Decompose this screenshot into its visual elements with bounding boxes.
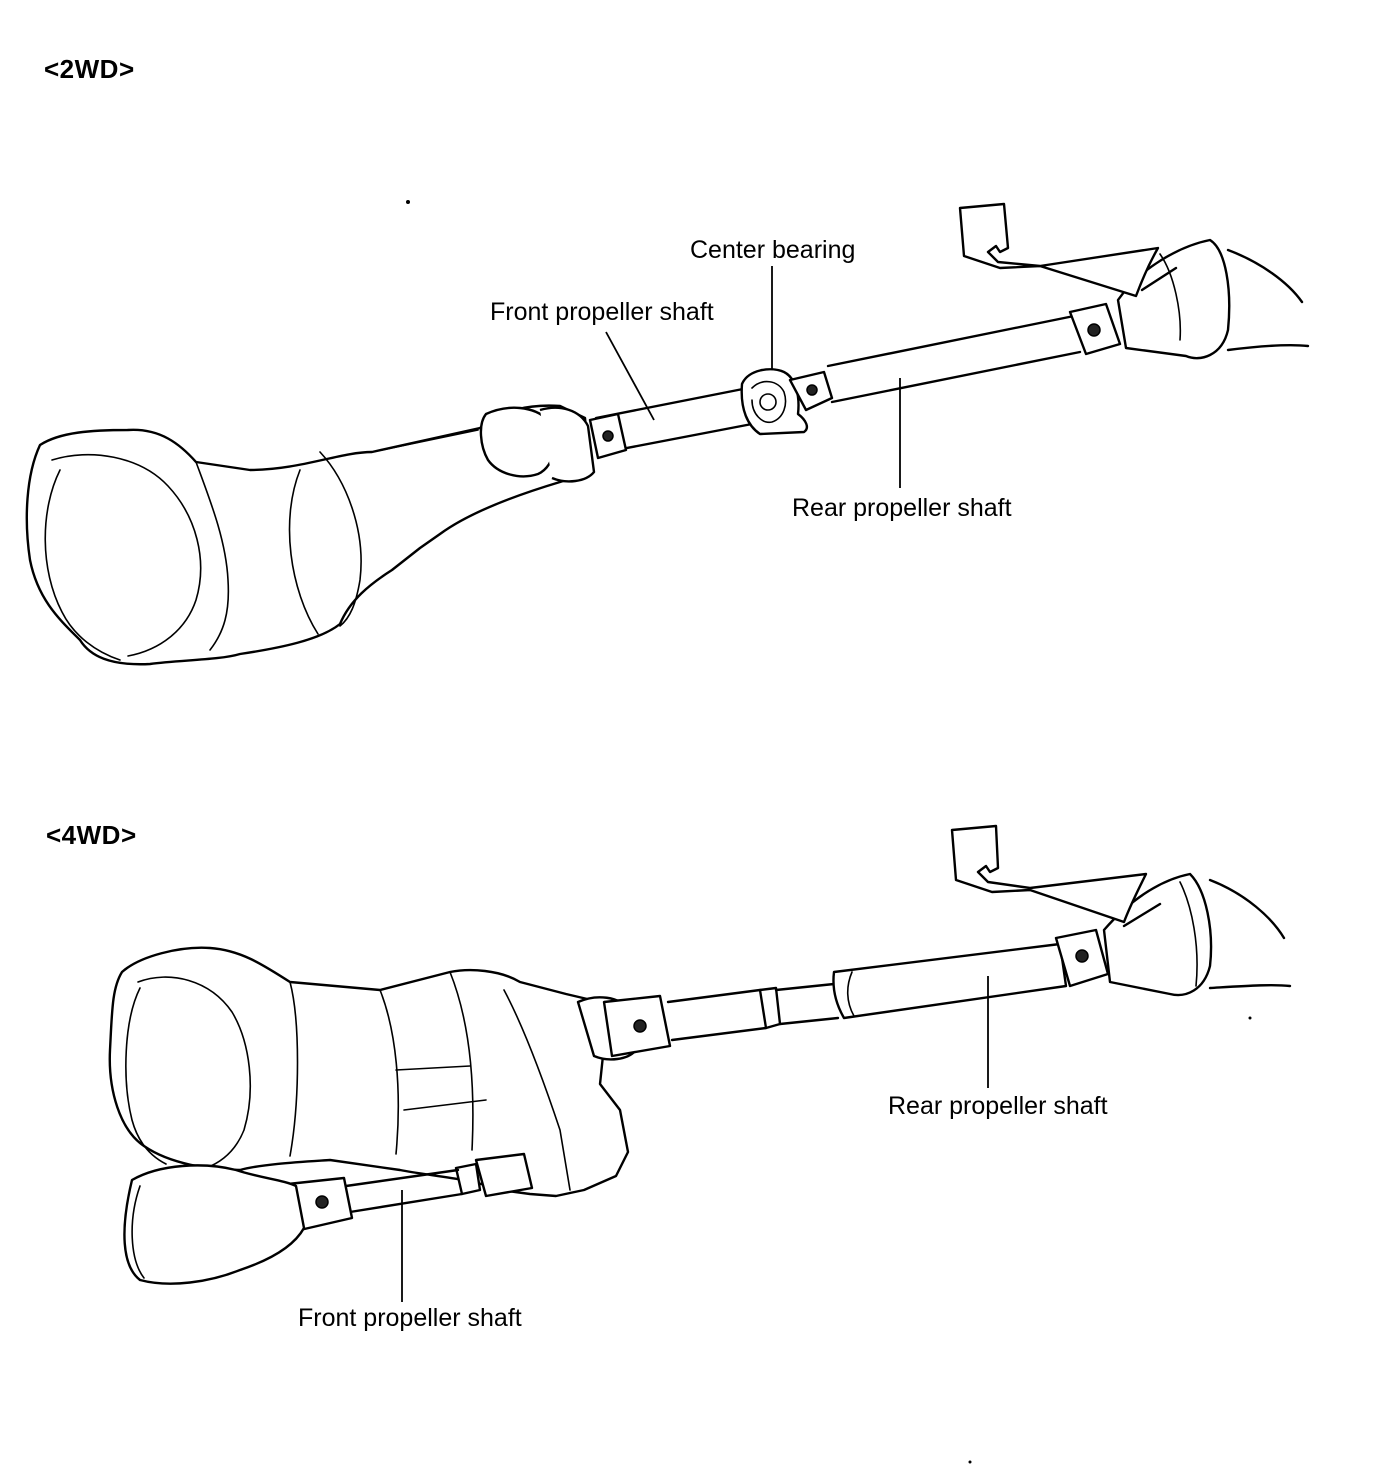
label-center-bearing-2wd: Center bearing (690, 236, 856, 264)
section-title-4wd: <4WD> (46, 820, 137, 850)
label-rear-shaft-4wd: Rear propeller shaft (888, 1092, 1108, 1120)
section-title-2wd: <2WD> (44, 54, 135, 84)
transmission-4wd (108, 946, 638, 1198)
label-front-shaft-4wd: Front propeller shaft (298, 1304, 522, 1332)
rear-differential-2wd (958, 202, 1310, 360)
label-front-shaft-2wd: Front propeller shaft (490, 298, 714, 326)
label-rear-shaft-2wd: Rear propeller shaft (792, 494, 1012, 522)
rear-propeller-shaft-2wd (826, 302, 1122, 404)
leader-front-shaft-2wd (605, 331, 655, 421)
illustration-2wd (25, 200, 1310, 666)
illustration-4wd (108, 824, 1292, 1464)
transmission-2wd (25, 404, 596, 666)
rear-differential-4wd (950, 824, 1292, 997)
rear-propeller-shaft-4wd (602, 928, 1110, 1058)
front-propeller-shaft-4wd (286, 1152, 534, 1232)
center-bearing-2wd (740, 368, 834, 436)
front-propeller-shaft-2wd (588, 386, 754, 460)
front-differential-4wd (123, 1164, 306, 1285)
